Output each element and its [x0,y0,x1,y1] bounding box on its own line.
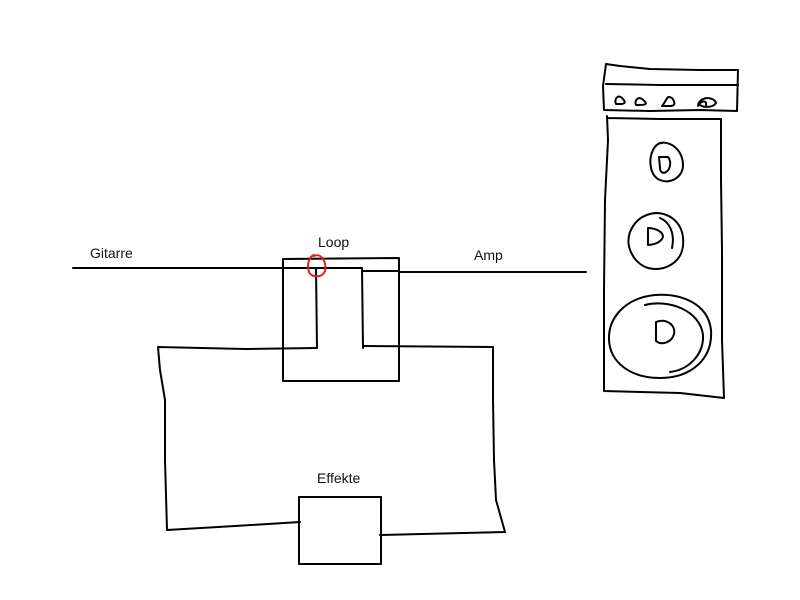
speaker-top-icon [649,141,684,183]
loop-box [282,257,400,382]
speaker-bottom-cone-icon [655,319,676,345]
amp-knob-4-icon [697,97,717,108]
loop-return-line [315,267,364,349]
effects-return-cable [362,345,506,536]
speaker-middle-icon [627,212,685,270]
speaker-bottom-icon [607,293,713,379]
speaker-top-cone-icon [658,156,672,174]
amp-knob-3-icon [661,96,676,107]
amp-knob-2-icon [634,97,647,106]
switch-point-highlight [307,254,327,278]
guitar-label: Gitarre [90,245,133,261]
loop-label: Loop [318,234,349,250]
amp-cabinet [602,63,739,399]
amp-label: Amp [474,247,503,263]
effects-label: Effekte [317,470,361,486]
effects-box [298,496,382,565]
amp-cabinet-body [603,115,725,399]
amp-knob-1-icon [614,95,626,105]
speaker-middle-cone-icon [647,227,664,246]
effects-send-cable [157,346,318,531]
loop-send-line [315,267,318,349]
amp-head [602,63,739,112]
amp-head-divider [605,83,739,86]
